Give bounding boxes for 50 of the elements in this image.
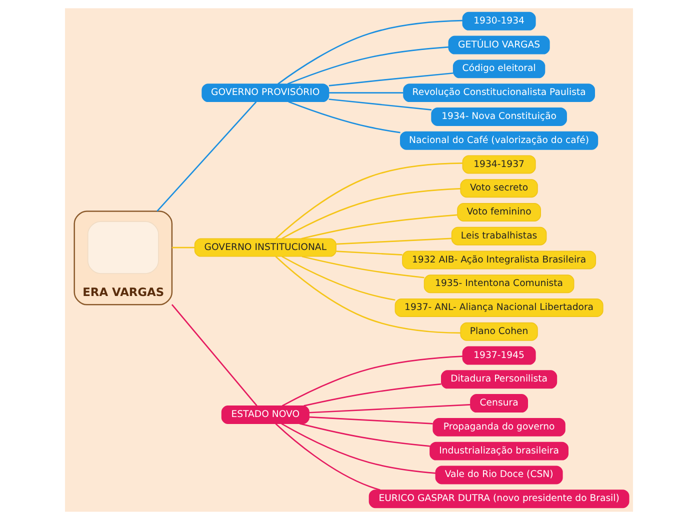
connector <box>156 101 256 212</box>
connector <box>281 356 462 406</box>
node-box: Propaganda do governo <box>432 418 565 436</box>
connector <box>274 423 380 491</box>
node-box: Ditadura Personilista <box>440 370 557 389</box>
connector <box>300 214 457 240</box>
cluster: ERA VARGAS <box>73 210 172 306</box>
connector <box>288 101 400 134</box>
connector <box>336 250 402 256</box>
connector <box>303 383 441 406</box>
connector <box>301 256 424 278</box>
node-box: Leis trabalhistas <box>450 226 546 246</box>
node-box: 1934- Nova Constituição <box>430 107 566 126</box>
node-box: Nacional do Café (valorização do café) <box>399 131 598 150</box>
connector <box>274 162 462 240</box>
connector <box>274 256 460 334</box>
node-box: EURICO GASPAR DUTRA (novo presidente do Brasil) <box>368 490 629 508</box>
node-box: ESTADO NOVO <box>220 405 309 424</box>
connector <box>286 46 448 84</box>
connector <box>281 188 460 240</box>
connector <box>281 256 395 301</box>
node-box: 1934-1937 <box>462 155 536 174</box>
node-box <box>86 221 158 274</box>
node-box: Vale do Rio Doce (CSN) <box>434 466 562 484</box>
connector <box>280 423 436 474</box>
node-box: 1937-1945 <box>462 346 536 365</box>
connector <box>308 416 432 424</box>
node-box: GOVERNO PROVISÓRIO <box>201 84 329 102</box>
node-box: 1932 AIB- Ação Integralista Brasileira <box>402 250 596 270</box>
node-box: Industrialização brasileira <box>429 442 568 460</box>
node-box: 1930-1934 <box>462 12 536 30</box>
connector <box>336 238 452 245</box>
connector <box>170 304 257 406</box>
node-box: 1935- Intentona Comunista <box>423 274 574 294</box>
node-box: GOVERNO INSTITUCIONAL <box>194 238 336 257</box>
node-box: Voto feminino <box>456 203 540 222</box>
node-box: GETÚLIO VARGAS <box>448 36 550 54</box>
node-box: Voto secreto <box>460 179 538 198</box>
node-box: Revolução Constitucionalista Paulista <box>402 84 594 102</box>
connector <box>308 404 470 414</box>
node-box: Censura <box>470 394 528 413</box>
node-box: 1937- ANL- Aliança Nacional Libertadora <box>394 298 603 317</box>
node-box: Código eleitoral <box>452 60 545 78</box>
connector <box>298 422 430 447</box>
connector <box>171 246 194 248</box>
connector <box>277 20 462 84</box>
connector <box>328 98 432 111</box>
connector <box>328 92 403 94</box>
connector <box>328 72 453 86</box>
node-box: Plano Cohen <box>460 322 538 341</box>
